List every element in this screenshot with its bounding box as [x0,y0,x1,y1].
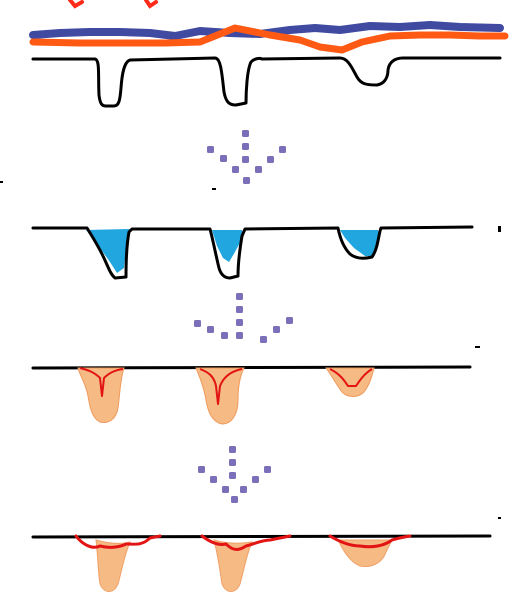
panel-1 [0,21,509,190]
down-arrow-dots-icon [194,293,293,343]
red-rim-1 [74,534,162,549]
peach-pit-2 [195,367,245,425]
black-line-4 [31,534,492,539]
panel-2 [31,225,501,280]
cyan-fill-2 [212,230,243,262]
red-rim-2 [200,534,292,551]
red-rim-3 [328,534,412,549]
red-outline-3 [329,368,373,387]
red-outline-2 [199,368,243,405]
down-arrow-dots-icon [198,446,271,503]
black-profile-2 [31,225,474,280]
peach-pit-4b [213,539,253,592]
cyan-fill-3 [340,230,379,256]
cyan-fill-1 [86,229,130,273]
panel-4 [31,517,501,592]
edge-speck [498,517,501,519]
red-outline-1 [79,367,124,397]
top-red-scribble [68,0,158,9]
black-profile-1 [31,56,502,108]
edge-speck [498,226,501,232]
orange-line [29,24,509,54]
edge-speck [0,181,3,183]
edge-speck [475,346,480,348]
down-arrow-dots-icon [207,130,286,184]
peach-pit-4a [95,539,131,592]
panel-3 [31,346,480,425]
edge-speck [212,188,216,190]
